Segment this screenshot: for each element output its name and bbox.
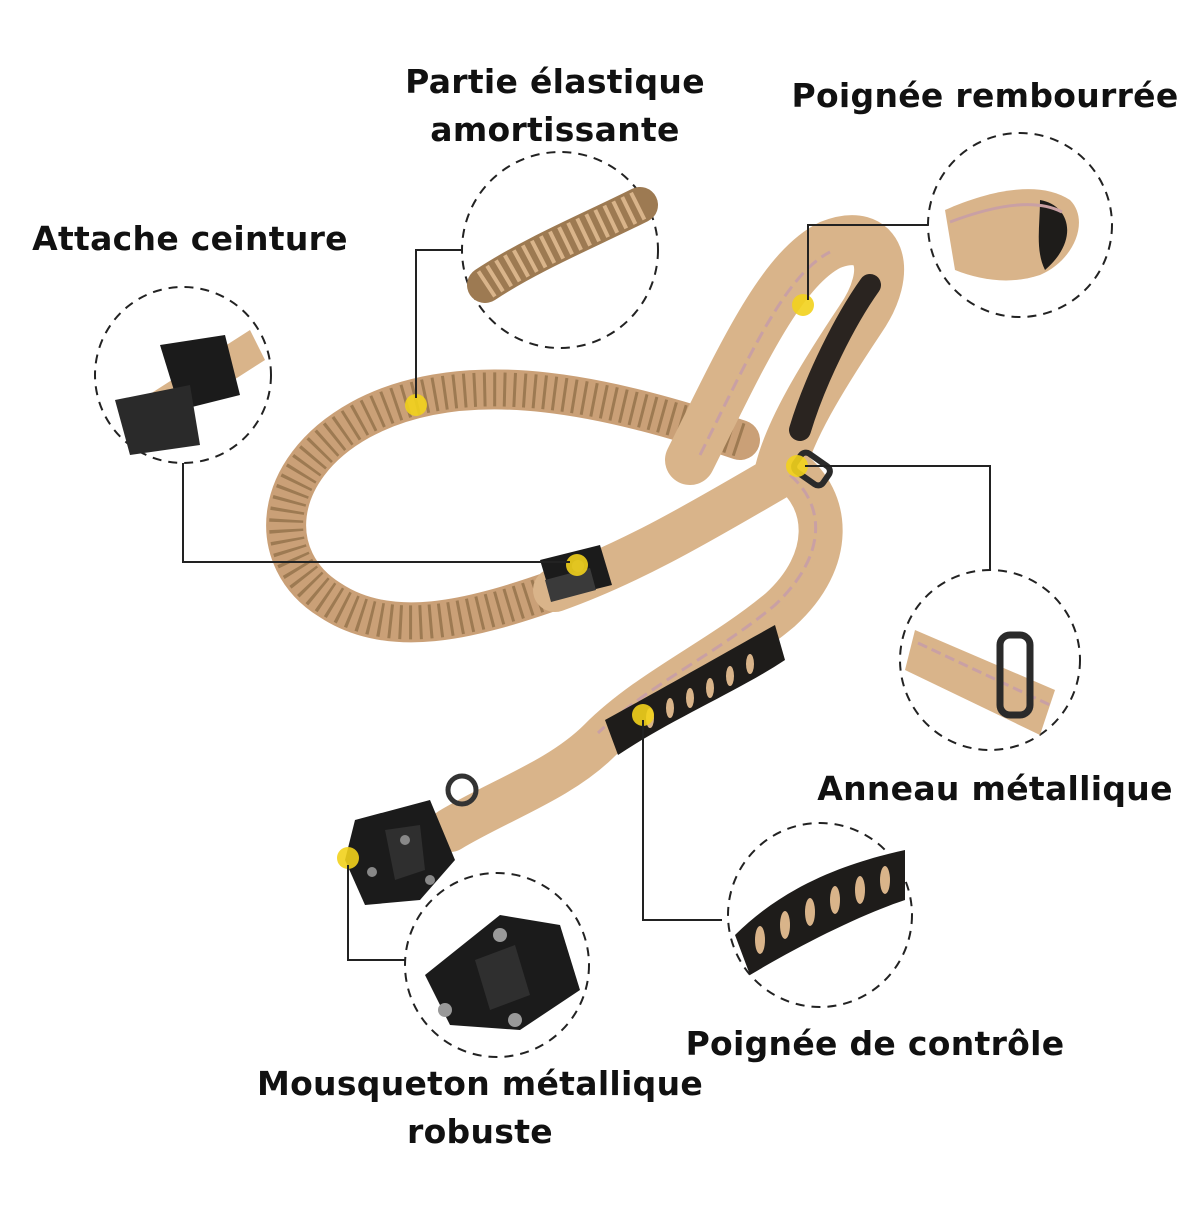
padded-handle-loop xyxy=(665,215,905,495)
detail-metal-ring xyxy=(899,569,1081,751)
marker-belt-clip xyxy=(566,554,588,576)
leader-metal-ring xyxy=(805,465,991,570)
marker-metal-ring xyxy=(786,455,808,477)
leader-elastic xyxy=(415,249,470,398)
detail-control-handle xyxy=(727,822,913,1008)
detail-padded-handle xyxy=(927,132,1113,318)
marker-carabiner xyxy=(337,847,359,869)
padded-handle-lining xyxy=(789,274,881,441)
leader-padded-handle xyxy=(807,224,928,300)
main-strap-stitching xyxy=(596,473,817,735)
label-control-handle: Poignée de contrôle xyxy=(685,1024,1065,1063)
carabiner xyxy=(345,773,479,905)
leader-carabiner xyxy=(347,865,405,961)
main-strap xyxy=(428,443,843,852)
leader-belt-clip xyxy=(182,463,570,563)
detail-carabiner xyxy=(404,872,590,1058)
marker-control-handle xyxy=(632,704,654,726)
label-metal-ring: Anneau métallique xyxy=(817,769,1173,808)
label-carabiner: Mousqueton métallique robuste xyxy=(250,1060,710,1156)
leader-lines xyxy=(182,224,991,961)
padded-handle-stitching xyxy=(698,250,831,456)
detail-belt-clip xyxy=(94,286,272,464)
label-padded-handle: Poignée rembourrée xyxy=(791,76,1179,115)
marker-elastic xyxy=(405,394,427,416)
detail-elastic xyxy=(461,151,659,349)
label-carabiner-line2: robuste xyxy=(407,1112,553,1151)
marker-padded-handle xyxy=(792,294,814,316)
leader-control-handle xyxy=(642,720,722,921)
label-belt-clip: Attache ceinture xyxy=(32,219,348,258)
label-elastic-line1: Partie élastique xyxy=(405,62,705,101)
elastic-coil-texture xyxy=(269,372,746,640)
label-elastic: Partie élastique amortissante xyxy=(385,58,725,154)
label-elastic-line2: amortissante xyxy=(430,110,680,149)
label-carabiner-line1: Mousqueton métallique xyxy=(256,1064,704,1103)
control-handle-cutouts xyxy=(646,654,754,728)
